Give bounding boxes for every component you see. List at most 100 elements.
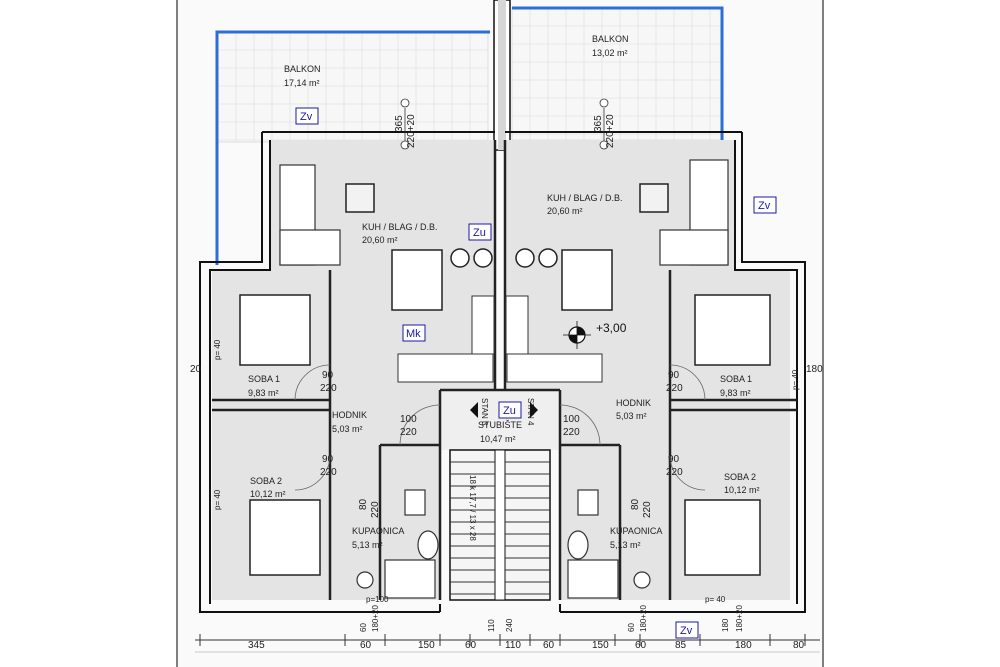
door-220-left-1: 220 bbox=[320, 383, 337, 394]
kitchen-counter bbox=[397, 295, 603, 383]
door-90-left-1: 90 bbox=[322, 370, 334, 381]
window-22020-left: 220+20 bbox=[406, 114, 417, 148]
balkon-right-name: BALKON bbox=[592, 34, 629, 44]
door-80-left: 80 bbox=[358, 498, 369, 510]
kupaonica-left-name: KUPAONICA bbox=[352, 526, 404, 536]
bottom-vertical-dim-label: 60 bbox=[359, 623, 368, 632]
bottom-dim-label: 60 bbox=[465, 640, 477, 651]
tag-zu-center: Zu bbox=[473, 227, 486, 239]
window-365-left: 365 bbox=[394, 115, 405, 132]
soba1-left-name: SOBA 1 bbox=[248, 374, 280, 384]
stubiste-area: 10,47 m² bbox=[480, 434, 516, 444]
door-220-right-4: 220 bbox=[642, 501, 653, 518]
window-p40-left-1: p= 40 bbox=[213, 339, 222, 360]
door-90-left-2: 90 bbox=[322, 454, 334, 465]
door-100-left: 100 bbox=[400, 414, 417, 425]
tag-zv-bottom: Zv bbox=[680, 625, 693, 637]
door-220-right-2: 220 bbox=[666, 467, 683, 478]
bathroom-fixtures bbox=[356, 489, 651, 599]
bottom-dim-label: 60 bbox=[543, 640, 555, 651]
soba1-right-name: SOBA 1 bbox=[720, 374, 752, 384]
door-100-right: 100 bbox=[563, 414, 580, 425]
bottom-dim-label: 150 bbox=[418, 640, 435, 651]
door-220-left-2: 220 bbox=[320, 467, 337, 478]
kupaonica-right-area: 5,13 m² bbox=[610, 540, 641, 550]
stubiste-name: STUBIŠTE bbox=[478, 420, 522, 430]
kupaonica-left-area: 5,13 m² bbox=[352, 540, 383, 550]
bed bbox=[239, 294, 771, 576]
kuh-left-name: KUH / BLAG / D.B. bbox=[362, 222, 438, 232]
bottom-vertical-dim-label: 180+20 bbox=[371, 605, 380, 632]
window-p40-bottom: p= 40 bbox=[705, 595, 726, 604]
window-p40-left-2: p= 40 bbox=[213, 489, 222, 510]
soba1-left-area: 9,83 m² bbox=[248, 388, 279, 398]
hodnik-right-name: HODNIK bbox=[616, 398, 651, 408]
room-labels: BALKON 17,14 m² BALKON 13,02 m² KUH / BL… bbox=[248, 34, 760, 550]
side-dim-right: 180 bbox=[806, 364, 823, 375]
bottom-dim-label: 110 bbox=[505, 640, 521, 651]
sofa bbox=[279, 159, 729, 266]
interior-walls bbox=[212, 140, 797, 600]
door-220-left-4: 220 bbox=[370, 501, 381, 518]
bottom-dim-label: 85 bbox=[675, 640, 687, 651]
balkon-left-name: BALKON bbox=[284, 64, 321, 74]
soba2-left-area: 10,12 m² bbox=[250, 489, 286, 499]
bottom-dim-label: 60 bbox=[360, 640, 372, 651]
door-220-left-3: 220 bbox=[400, 427, 417, 438]
door-220-right-3: 220 bbox=[563, 427, 580, 438]
bottom-vertical-dim-label: 180+20 bbox=[735, 605, 744, 632]
soba1-right-area: 9,83 m² bbox=[720, 388, 751, 398]
window-labels: 365 220+20 365 220+20 p= 40 p= 40 p= 40 … bbox=[213, 114, 800, 604]
bottom-vertical-dim-label: 180 bbox=[721, 618, 730, 632]
hodnik-right-area: 5,03 m² bbox=[616, 411, 647, 421]
window-p40-right: p= 40 bbox=[791, 369, 800, 390]
bottom-vertical-dim-label: 240 bbox=[505, 618, 514, 632]
bottom-vertical-dim-label: 60 bbox=[627, 623, 636, 632]
bottom-dim-label: 150 bbox=[592, 640, 609, 651]
balkon-left-area: 17,14 m² bbox=[284, 78, 320, 88]
kuh-right-name: KUH / BLAG / D.B. bbox=[547, 193, 623, 203]
soba2-right-area: 10,12 m² bbox=[724, 485, 760, 495]
staircase bbox=[449, 449, 551, 601]
window-365-right: 365 bbox=[593, 115, 604, 132]
bottom-dim-label: 80 bbox=[793, 640, 805, 651]
door-90-right-2: 90 bbox=[668, 454, 680, 465]
kuh-right-area: 20,60 m² bbox=[547, 206, 583, 216]
bottom-vertical-dim-label: 180+20 bbox=[639, 605, 648, 632]
door-220-right-1: 220 bbox=[666, 383, 683, 394]
exterior-walls bbox=[199, 131, 806, 613]
kuh-left-area: 20,60 m² bbox=[362, 235, 398, 245]
door-dimensions: 90 220 90 220 90 220 90 220 100 220 100 … bbox=[320, 370, 683, 518]
tag-zv-right: Zv bbox=[758, 200, 771, 212]
window-22020-right: 220+20 bbox=[605, 114, 616, 148]
soba2-left-name: SOBA 2 bbox=[250, 476, 282, 486]
side-dim-left: 20 bbox=[190, 364, 202, 375]
level-label: +3,00 bbox=[596, 321, 627, 335]
window-p100-left: p=100 bbox=[366, 595, 389, 604]
bottom-dim-label: 345 bbox=[248, 640, 265, 651]
dining-furniture bbox=[345, 183, 669, 311]
balcony-railing-left bbox=[215, 30, 490, 265]
tag-zv-top-left: Zv bbox=[300, 111, 313, 123]
tag-zu-stair: Zu bbox=[503, 405, 516, 417]
balcony-railing-right bbox=[512, 6, 724, 140]
soba2-right-name: SOBA 2 bbox=[724, 472, 756, 482]
tag-boxes: Zv Zv Zu Zu Mk Zv bbox=[295, 107, 777, 639]
bottom-dim-label: 60 bbox=[635, 640, 647, 651]
stair-note: 18 k 17,7 / 13 x 28 bbox=[468, 475, 477, 541]
hodnik-left-name: HODNIK bbox=[332, 410, 367, 420]
hodnik-left-area: 5,03 m² bbox=[332, 424, 363, 434]
door-swings bbox=[294, 364, 706, 491]
tag-mk: Mk bbox=[406, 328, 421, 340]
level-marker: +3,00 bbox=[563, 321, 627, 349]
door-90-right-1: 90 bbox=[668, 370, 680, 381]
stan-left-label: STAN 3 bbox=[480, 398, 489, 426]
kupaonica-right-name: KUPAONICA bbox=[610, 526, 662, 536]
bottom-vertical-dim-label: 110 bbox=[487, 619, 496, 632]
door-80-right: 80 bbox=[630, 498, 641, 510]
balkon-right-area: 13,02 m² bbox=[592, 48, 628, 58]
stan-labels: STAN 3 STAN 4 bbox=[470, 398, 538, 426]
bottom-dim-label: 180 bbox=[735, 640, 752, 651]
